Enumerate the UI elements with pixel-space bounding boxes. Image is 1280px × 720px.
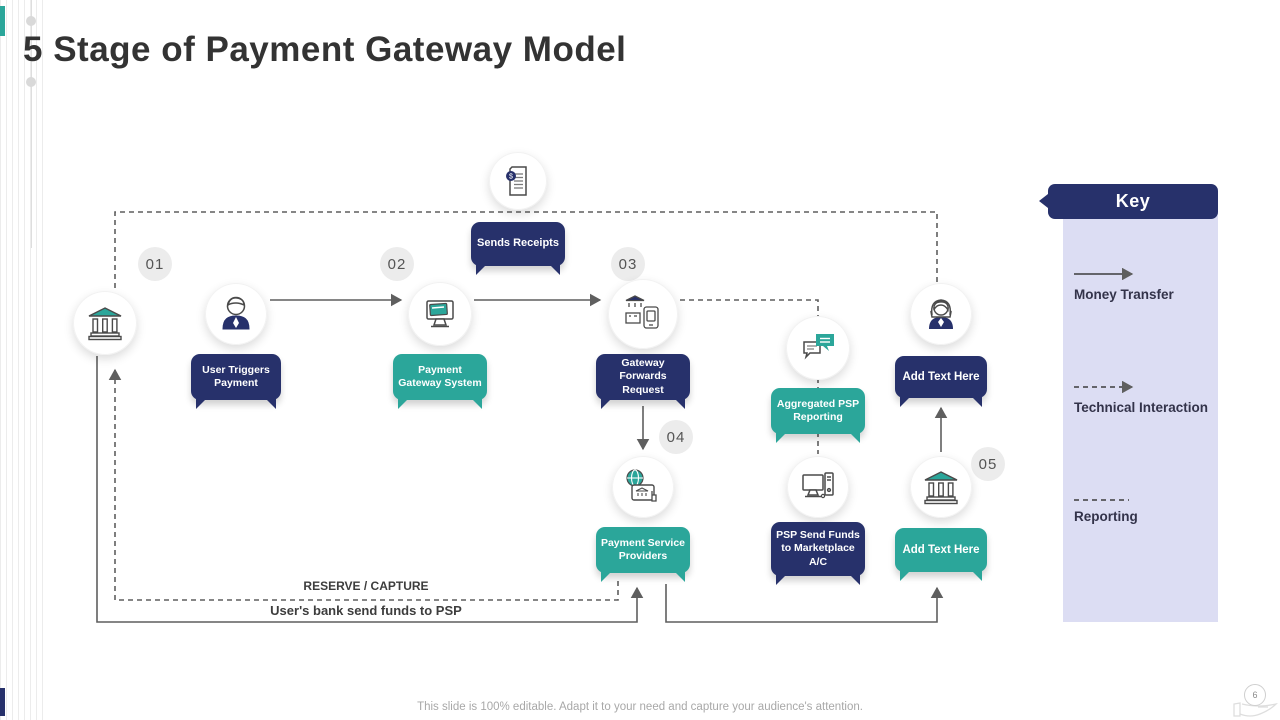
stage-badge-04[interactable]: 04	[659, 420, 693, 454]
svg-text:$: $	[509, 174, 513, 181]
key-header[interactable]: Key	[1039, 184, 1218, 219]
corner-accent-navy	[0, 688, 5, 716]
box-label: Gateway Forwards Request	[619, 357, 667, 396]
box-label: Aggregated PSP Reporting	[776, 397, 860, 423]
bank-icon	[88, 307, 122, 341]
pinstripe-decoration	[0, 0, 46, 720]
node-reporting[interactable]	[786, 316, 850, 380]
stage-badge-02[interactable]: 02	[380, 247, 414, 281]
legend-dashed-arrow	[1074, 381, 1134, 393]
stage-badge-05[interactable]: 05	[971, 447, 1005, 481]
box-label: Payment Gateway System	[398, 363, 482, 389]
corner-accent-teal	[0, 6, 5, 36]
bank-phone-icon	[625, 295, 659, 329]
desktop-computer-icon	[802, 472, 834, 499]
node-receipts[interactable]: $	[489, 152, 547, 210]
legend-label-technical-interaction[interactable]: Technical Interaction	[1074, 400, 1209, 415]
stage-badge-label: 02	[387, 255, 407, 273]
stage-badge-label: 03	[618, 255, 638, 273]
node-psp-funds[interactable]	[787, 456, 849, 518]
reserve-capture-note[interactable]: RESERVE / CAPTURE	[303, 579, 429, 593]
globe-tablet-icon	[626, 469, 657, 502]
node-add-text-top[interactable]	[910, 283, 972, 345]
legend-label-money-transfer[interactable]: Money Transfer	[1074, 287, 1174, 302]
page-number: 6	[1252, 690, 1258, 700]
legend-solid-arrow	[1074, 268, 1134, 280]
accent-dot	[26, 77, 36, 87]
female-user-icon	[929, 299, 953, 329]
box-label: PSP Send Funds to Marketplace A/C	[776, 529, 860, 568]
legend-label-reporting[interactable]: Reporting	[1074, 509, 1138, 524]
label-box-payment-gateway-system[interactable]: Payment Gateway System	[393, 354, 487, 409]
footer-note[interactable]: This slide is 100% editable. Adapt it to…	[417, 701, 863, 713]
node-gateway-forwards[interactable]	[608, 279, 678, 349]
stage-badge-label: 01	[145, 255, 165, 273]
box-label: Add Text Here	[902, 543, 980, 556]
bank-icon	[924, 471, 958, 505]
label-box-gateway-forwards-request[interactable]: Gateway Forwards Request	[596, 354, 690, 409]
label-box-add-text-bottom[interactable]: Add Text Here	[895, 528, 987, 581]
bank-funds-note[interactable]: User's bank send funds to PSP	[270, 603, 462, 618]
page-number-badge: 6	[1244, 684, 1266, 706]
chat-bubbles-icon	[803, 334, 834, 360]
box-label: User Triggers Payment	[202, 363, 270, 389]
box-label: Payment Service Providers	[600, 536, 686, 562]
label-box-add-text-top[interactable]: Add Text Here	[895, 356, 987, 407]
monitor-card-icon	[426, 300, 454, 328]
accent-dot	[26, 16, 36, 26]
label-box-psp-send-funds[interactable]: PSP Send Funds to Marketplace A/C	[771, 522, 865, 585]
key-title: Key	[1115, 191, 1151, 211]
label-box-aggregated-psp-reporting[interactable]: Aggregated PSP Reporting	[771, 388, 865, 443]
label-box-user-triggers-payment[interactable]: User Triggers Payment	[191, 354, 281, 409]
label-box-payment-service-providers[interactable]: Payment Service Providers	[596, 527, 690, 582]
stage-badge-01[interactable]: 01	[138, 247, 172, 281]
node-gateway-system[interactable]	[408, 282, 472, 346]
node-add-text-bottom[interactable]	[910, 456, 972, 518]
stage-badge-03[interactable]: 03	[611, 247, 645, 281]
box-label: Sends Receipts	[477, 237, 559, 250]
node-user-bank[interactable]	[73, 291, 137, 355]
key-panel[interactable]	[1063, 213, 1218, 622]
stage-badge-label: 04	[666, 428, 686, 446]
stage-badge-label: 05	[978, 455, 998, 473]
receipt-icon: $	[506, 166, 527, 196]
page-title[interactable]: 5 Stage of Payment Gateway Model	[23, 30, 627, 69]
box-label: Add Text Here	[902, 370, 980, 383]
male-user-icon	[222, 296, 250, 330]
node-user[interactable]	[205, 283, 267, 345]
node-psp[interactable]	[612, 456, 674, 518]
accent-line	[31, 0, 32, 248]
label-box-sends-receipts[interactable]: Sends Receipts	[471, 222, 565, 275]
legend-dashed-line	[1074, 499, 1129, 501]
